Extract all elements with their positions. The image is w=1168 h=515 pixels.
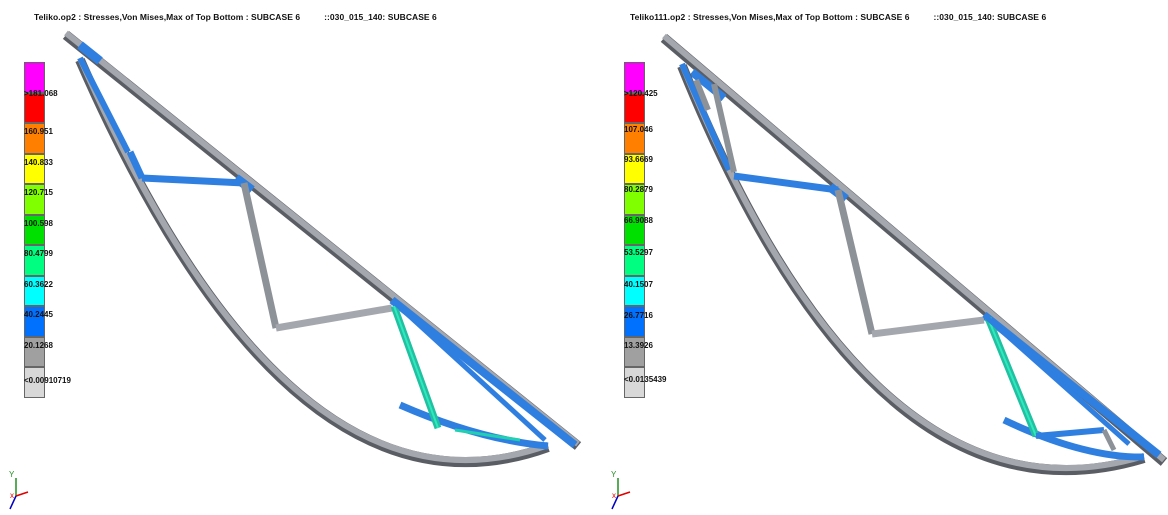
legend-label: >120.425 [624, 89, 658, 98]
truss-model[interactable] [0, 0, 584, 513]
x-axis-label: x [612, 491, 616, 500]
legend-label: 60.3622 [24, 280, 53, 289]
viewport-title: Teliko.op2 : Stresses,Von Mises,Max of T… [34, 12, 437, 22]
legend-label: 160.951 [24, 127, 53, 136]
legend-swatch [624, 214, 645, 245]
legend-swatch [624, 245, 645, 276]
viewport-title: Teliko111.op2 : Stresses,Von Mises,Max o… [630, 12, 1046, 22]
legend-swatch [624, 92, 645, 123]
x-axis-label: x [10, 491, 14, 500]
legend-label: >181.068 [24, 89, 58, 98]
top-chord [62, 30, 582, 450]
legend-swatch [24, 214, 45, 245]
legend-label: 107.046 [624, 125, 653, 134]
legend-swatch [24, 153, 45, 184]
legend-label: 26.7716 [624, 311, 653, 320]
legend-swatch [24, 62, 45, 93]
axis-triad: Y x [606, 470, 634, 510]
right-result-viewport[interactable]: Teliko111.op2 : Stresses,Von Mises,Max o… [584, 0, 1168, 513]
bottom-chord [677, 62, 1146, 476]
legend-swatch [24, 245, 45, 276]
legend-label: 40.1507 [624, 280, 653, 289]
legend-swatch [624, 336, 645, 367]
legend-swatch [24, 367, 45, 398]
legend-label: 80.2879 [624, 185, 653, 194]
web-members [693, 78, 1131, 452]
y-axis-label: Y [9, 470, 15, 479]
subcase-label: ::030_015_140: SUBCASE 6 [324, 12, 437, 22]
legend-swatch [24, 123, 45, 154]
top-chord [660, 33, 1168, 466]
legend-label: <0.00910719 [24, 376, 71, 385]
legend-swatch [624, 123, 645, 154]
legend-swatch [624, 153, 645, 184]
legend-swatch [624, 62, 645, 93]
legend-label: 20.1268 [24, 341, 53, 350]
y-axis-label: Y [611, 470, 617, 479]
legend-label: 13.3926 [624, 341, 653, 350]
axis-triad: Y x [4, 470, 32, 510]
legend-label: 120.715 [24, 188, 53, 197]
legend-swatch [24, 306, 45, 337]
legend-label: 140.833 [24, 158, 53, 167]
legend-swatch [624, 306, 645, 337]
web-members [126, 150, 547, 442]
legend-swatch [624, 184, 645, 215]
legend-label: 100.598 [24, 219, 53, 228]
legend-label: 40.2445 [24, 310, 53, 319]
result-title: Teliko111.op2 : Stresses,Von Mises,Max o… [630, 12, 910, 22]
legend-label: <0.0135439 [624, 375, 667, 384]
legend-swatch [624, 275, 645, 306]
legend-swatch [24, 184, 45, 215]
result-title: Teliko.op2 : Stresses,Von Mises,Max of T… [34, 12, 301, 22]
truss-model[interactable] [584, 0, 1168, 513]
subcase-label: ::030_015_140: SUBCASE 6 [933, 12, 1047, 22]
legend-label: 66.9088 [624, 216, 653, 225]
legend-swatch [24, 92, 45, 123]
contour-legend[interactable] [24, 62, 45, 398]
legend-swatch [24, 336, 45, 367]
legend-label: 80.4799 [24, 249, 53, 258]
contour-legend[interactable] [624, 62, 645, 398]
legend-label: 93.6669 [624, 155, 653, 164]
left-result-viewport[interactable]: Teliko.op2 : Stresses,Von Mises,Max of T… [0, 0, 584, 513]
legend-swatch [24, 275, 45, 306]
bottom-chord [75, 56, 550, 467]
legend-label: 53.5297 [624, 248, 653, 257]
legend-swatch [624, 367, 645, 398]
